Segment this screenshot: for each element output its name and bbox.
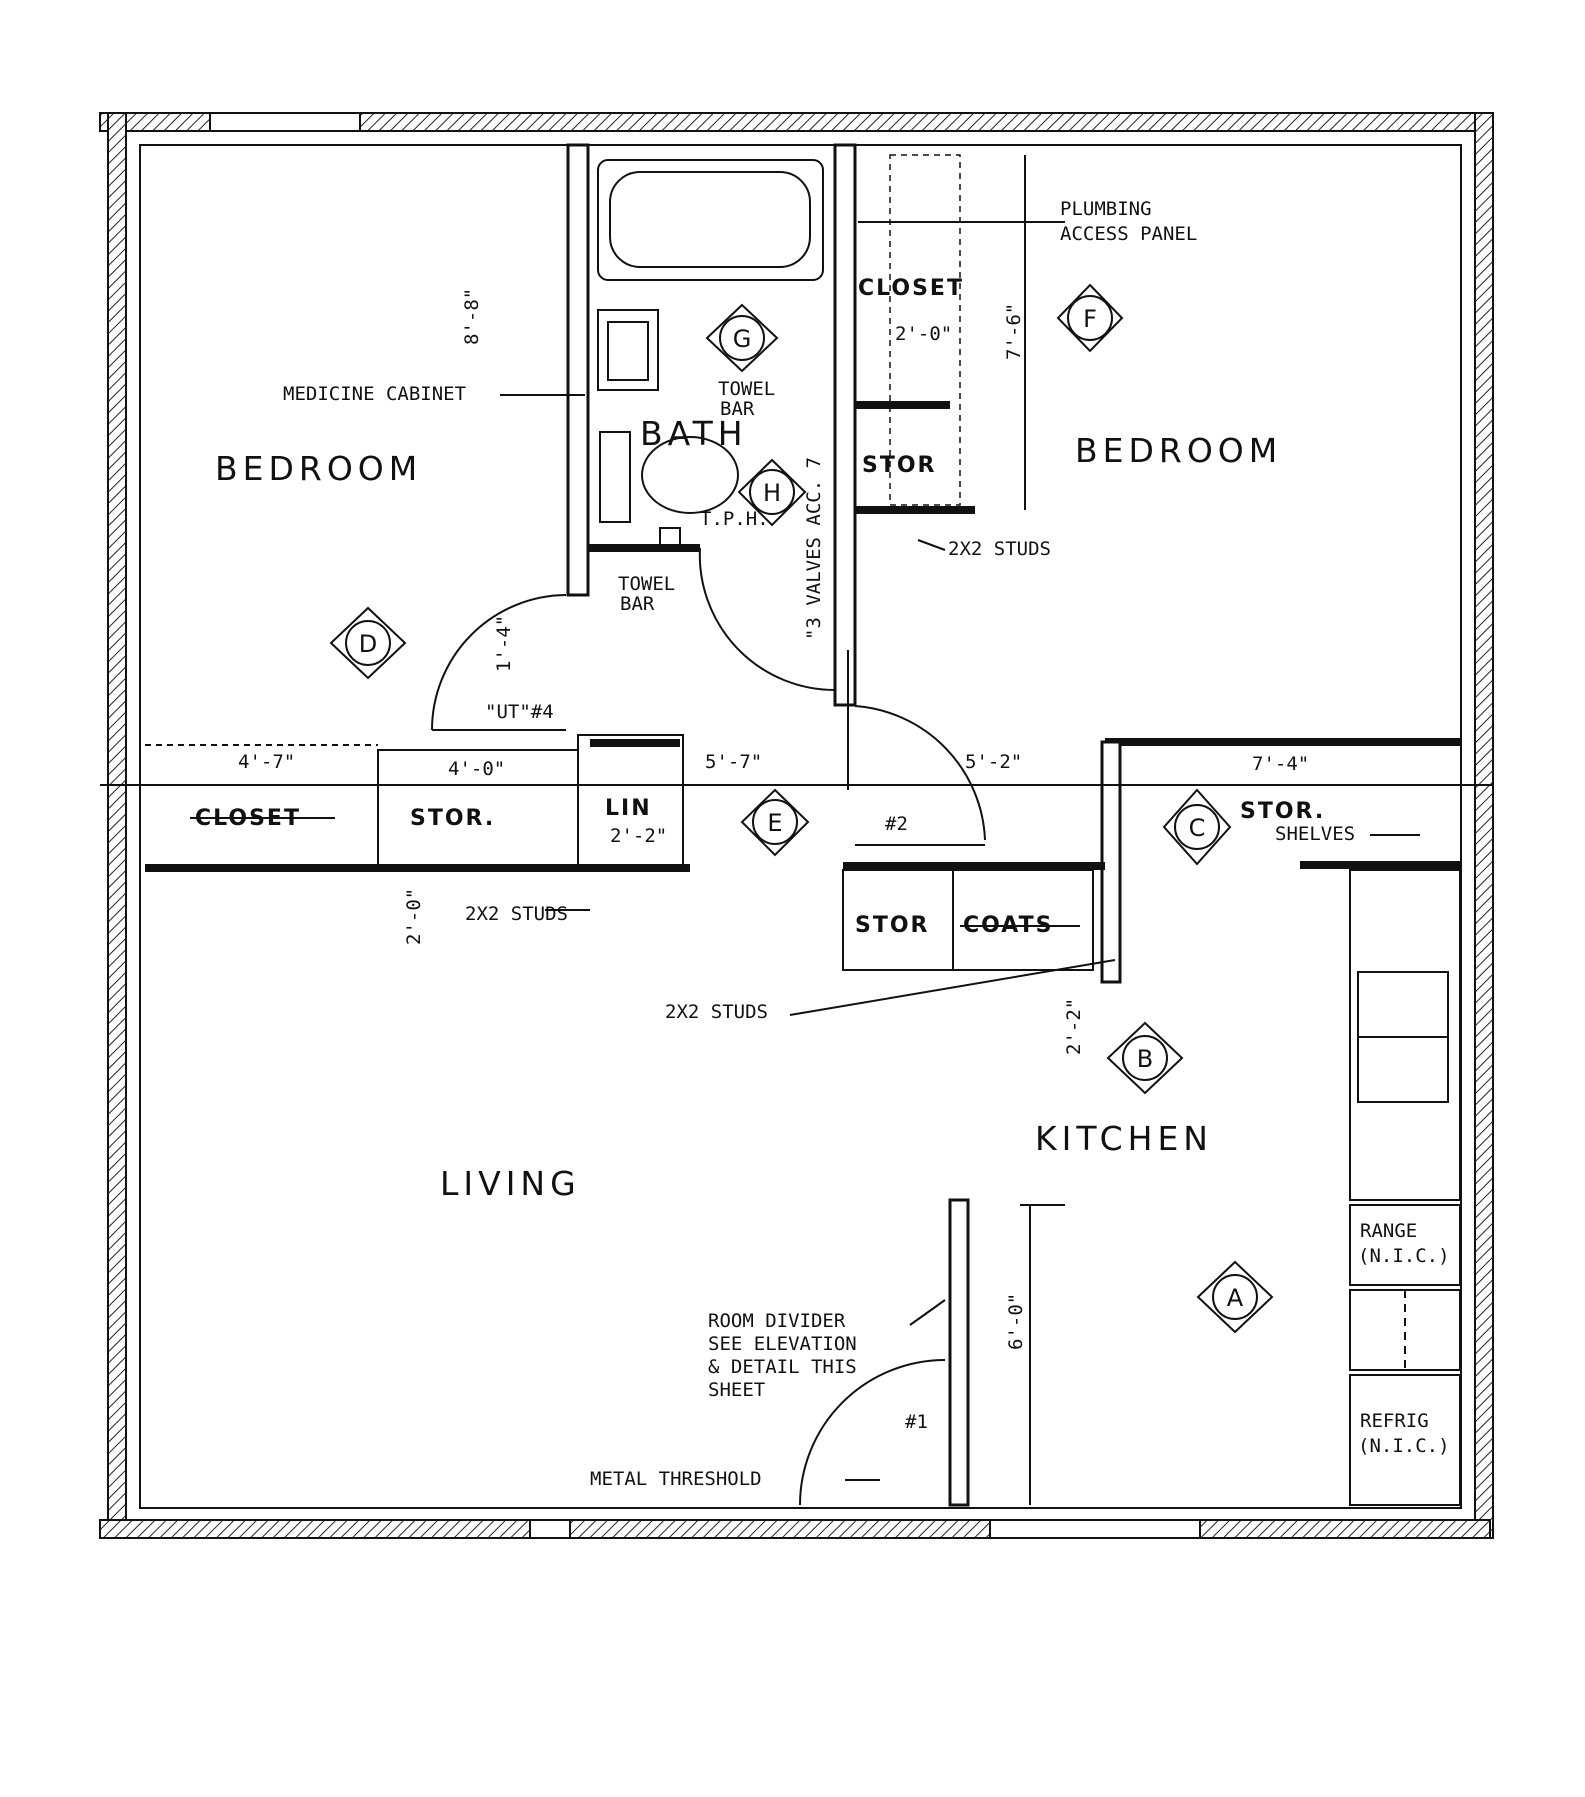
elevation-tag-f: F (1056, 283, 1124, 353)
note-range: RANGE (1360, 1220, 1417, 1242)
svg-text:A: A (1227, 1284, 1244, 1312)
elevation-tag-e: E (740, 788, 810, 857)
dim-divider-height: 6'-0" (1005, 1293, 1027, 1350)
note-threshold: METAL THRESHOLD (590, 1468, 762, 1490)
svg-text:C: C (1189, 814, 1206, 842)
annotations: PLUMBING ACCESS PANEL MEDICINE CABINET T… (283, 198, 1450, 1490)
dim-closet-width: 2'-0" (895, 323, 952, 345)
dim-left-closet: 4'-7" (238, 751, 295, 773)
note-towel-bar-2: TOWEL (618, 573, 675, 595)
label-stor-coats: STOR (855, 913, 930, 938)
exterior-walls (99, 112, 1494, 1539)
dim-closet-height: 7'-6" (1003, 303, 1025, 360)
note-tph: T.P.H. (700, 508, 769, 530)
door-swings (431, 547, 986, 1506)
note-divider-1: ROOM DIVIDER (708, 1310, 846, 1332)
elevation-tag-b: B (1106, 1021, 1184, 1095)
door-numbers: "UT"#4 #2 #1 (485, 701, 928, 1433)
note-towel-bar-1b: BAR (720, 398, 755, 420)
note-divider-2: SEE ELEVATION (708, 1333, 857, 1355)
label-lin: LIN (605, 796, 652, 821)
elevation-tag-c: C (1162, 788, 1232, 866)
note-plumbing: PLUMBING (1060, 198, 1152, 220)
dim-hall-left: 5'-7" (705, 751, 762, 773)
dim-door-swing: 1'-4" (493, 615, 515, 672)
note-shelves: SHELVES (1275, 823, 1355, 845)
room-label-bedroom-right: BEDROOM (1075, 431, 1282, 470)
elevation-tag-h: H (737, 458, 807, 527)
dim-bath-height: 8'-8" (461, 288, 483, 345)
leader-lines (500, 221, 1420, 1481)
room-labels: BEDROOM BEDROOM BATH LIVING KITCHEN (215, 414, 1282, 1203)
room-label-living: LIVING (440, 1164, 581, 1203)
room-label-kitchen: KITCHEN (1035, 1119, 1213, 1158)
note-divider-3: & DETAIL THIS (708, 1356, 857, 1378)
dim-kitchen-stor: 7'-4" (1252, 753, 1309, 775)
dim-stor-width: 4'-0" (448, 758, 505, 780)
elevation-tag-g: G (705, 303, 779, 373)
dim-hall-right: 5'-2" (965, 751, 1022, 773)
note-towel-bar-2b: BAR (620, 593, 655, 615)
note-refrig: REFRIG (1360, 1410, 1429, 1432)
dim-coats-depth: 2'-2" (1063, 998, 1085, 1055)
door-number-4: "UT"#4 (485, 701, 554, 723)
bath-fixtures (597, 159, 824, 547)
label-stor-right: STOR. (1240, 799, 1325, 824)
room-label-bath: BATH (640, 414, 748, 453)
label-stor-upper: STOR (862, 453, 937, 478)
note-medicine-cabinet: MEDICINE CABINET (283, 383, 466, 405)
svg-text:F: F (1083, 305, 1097, 333)
note-valves: "3 VALVES ACC. 7 (803, 457, 825, 640)
label-stor-left: STOR. (410, 806, 495, 831)
svg-text:H: H (763, 479, 781, 507)
note-range-nic: (N.I.C.) (1358, 1245, 1450, 1267)
label-closet-top: CLOSET (858, 276, 964, 301)
room-label-bedroom-left: BEDROOM (215, 449, 422, 488)
note-studs-upper: 2X2 STUDS (948, 538, 1051, 560)
note-studs-corridor: 2X2 STUDS (465, 903, 568, 925)
interior-walls (100, 143, 1493, 1507)
svg-text:G: G (733, 325, 752, 353)
note-towel-bar-1: TOWEL (718, 378, 775, 400)
note-studs-coats: 2X2 STUDS (665, 1001, 768, 1023)
dim-stud-depth: 2'-0" (403, 888, 425, 945)
storage-labels: CLOSET STOR CLOSET STOR. LIN STOR. STOR … (190, 276, 1325, 938)
dimensions: 8'-8" 2'-0" 7'-6" 4'-7" 4'-0" 2'-2" 5'-7… (238, 288, 1309, 1350)
note-divider-4: SHEET (708, 1379, 765, 1401)
elevation-tag-d: D (329, 606, 407, 680)
elevation-tags: G F H D E C B (329, 283, 1274, 1334)
note-access-panel: ACCESS PANEL (1060, 223, 1197, 245)
door-number-1: #1 (905, 1411, 928, 1433)
svg-text:B: B (1137, 1045, 1153, 1073)
door-number-2: #2 (885, 813, 908, 835)
note-refrig-nic: (N.I.C.) (1358, 1435, 1450, 1457)
elevation-tag-a: A (1196, 1260, 1274, 1334)
svg-text:D: D (359, 630, 377, 658)
svg-text:E: E (767, 809, 782, 837)
dim-lin-width: 2'-2" (610, 825, 667, 847)
